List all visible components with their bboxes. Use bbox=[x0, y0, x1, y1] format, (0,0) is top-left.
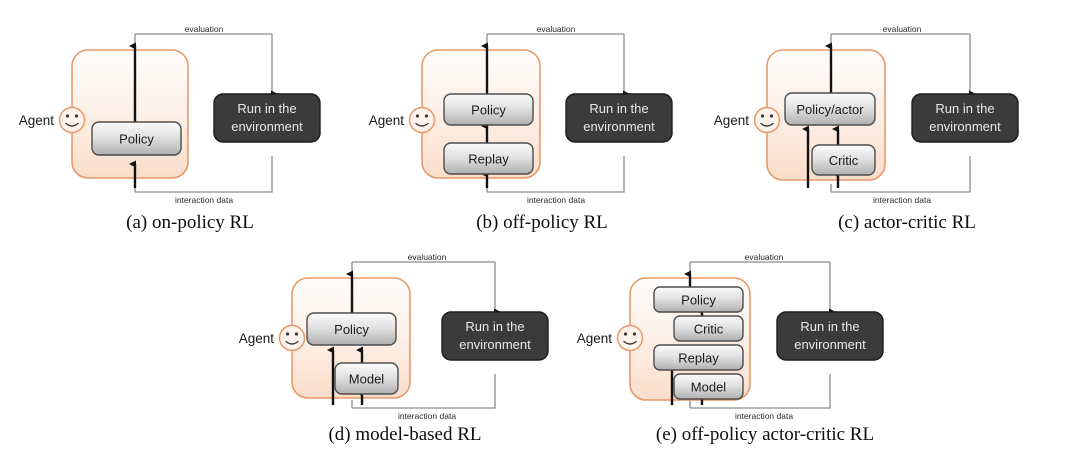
agent-label-a: Agent bbox=[19, 113, 55, 128]
caption-panel-c: (c) actor-critic RL bbox=[838, 212, 976, 233]
caption-panel-e: (e) off-policy actor-critic RL bbox=[655, 424, 875, 445]
evaluation-label-c: evaluation bbox=[883, 24, 922, 34]
environment-line-2: environment bbox=[231, 119, 303, 134]
module-label: Policy/actor bbox=[796, 102, 864, 117]
evaluation-label-e: evaluation bbox=[745, 252, 784, 262]
panel-on-policy-rl: Policy Run in the environment Agent eval… bbox=[0, 22, 345, 207]
module-box-model-d[interactable]: Model bbox=[334, 362, 399, 395]
module-label: Policy bbox=[471, 103, 506, 118]
interaction-label-a: interaction data bbox=[175, 195, 233, 205]
module-box-model-e[interactable]: Model bbox=[673, 373, 744, 400]
evaluation-label-a: evaluation bbox=[185, 24, 224, 34]
panel-model-based-rl: Policy Model Run in the environment Agen… bbox=[215, 250, 560, 430]
module-label: Policy bbox=[334, 322, 369, 337]
module-box-replay-e[interactable]: Replay bbox=[653, 344, 744, 371]
environment-line-1: Run in the bbox=[237, 101, 296, 116]
agent-label-e: Agent bbox=[577, 331, 613, 346]
caption-panel-b: (b) off-policy RL bbox=[476, 212, 608, 233]
module-box-critic-e[interactable]: Critic bbox=[673, 315, 744, 342]
interaction-label-b: interaction data bbox=[527, 195, 585, 205]
module-box-critic-c[interactable]: Critic bbox=[811, 144, 876, 176]
module-box-policy-d[interactable]: Policy bbox=[306, 312, 397, 346]
environment-line-1: Run in the bbox=[800, 319, 859, 334]
environment-box-b[interactable]: Run in the environment bbox=[565, 93, 673, 143]
interaction-label-e: interaction data bbox=[735, 411, 793, 421]
module-label: Policy bbox=[681, 293, 716, 308]
evaluation-label-b: evaluation bbox=[537, 24, 576, 34]
environment-box-c[interactable]: Run in the environment bbox=[911, 93, 1019, 143]
module-label: Critic bbox=[829, 153, 859, 168]
environment-line-2: environment bbox=[929, 119, 1001, 134]
caption-panel-a: (a) on-policy RL bbox=[126, 212, 254, 233]
loop-lines-c bbox=[830, 33, 976, 193]
agent-label-d: Agent bbox=[239, 331, 275, 346]
agent-label-c: Agent bbox=[714, 113, 750, 128]
module-label: Model bbox=[691, 380, 727, 395]
loop-lines-d bbox=[351, 261, 501, 409]
evaluation-label-d: evaluation bbox=[408, 252, 447, 262]
environment-line-2: environment bbox=[459, 337, 531, 352]
interaction-label-c: interaction data bbox=[873, 195, 931, 205]
module-box-policy-b[interactable]: Policy bbox=[443, 93, 534, 126]
module-label: Policy bbox=[119, 132, 154, 147]
environment-box-d[interactable]: Run in the environment bbox=[441, 311, 549, 361]
agent-label-b: Agent bbox=[369, 113, 405, 128]
environment-line-2: environment bbox=[794, 337, 866, 352]
smiley-face-icon bbox=[616, 324, 644, 352]
module-box-policy-e[interactable]: Policy bbox=[653, 286, 744, 313]
environment-line-1: Run in the bbox=[465, 319, 524, 334]
panel-actor-critic-rl: Policy/actor Critic Run in the environme… bbox=[712, 22, 1067, 207]
smiley-face-icon bbox=[58, 106, 86, 134]
smiley-face-icon bbox=[753, 106, 781, 134]
module-label: Replay bbox=[678, 351, 719, 366]
agent-container-a bbox=[71, 49, 189, 179]
module-box-policy-actor-c[interactable]: Policy/actor bbox=[784, 92, 876, 126]
loop-lines-a bbox=[134, 33, 278, 193]
environment-box-a[interactable]: Run in the environment bbox=[213, 93, 321, 143]
smiley-face-icon bbox=[408, 106, 436, 134]
smiley-face-icon bbox=[278, 324, 306, 352]
caption-panel-d: (d) model-based RL bbox=[328, 424, 482, 445]
environment-line-1: Run in the bbox=[935, 101, 994, 116]
environment-line-1: Run in the bbox=[589, 101, 648, 116]
module-box-policy-a[interactable]: Policy bbox=[91, 121, 182, 156]
loop-lines-e bbox=[689, 261, 836, 409]
module-label: Critic bbox=[694, 322, 724, 337]
environment-line-2: environment bbox=[583, 119, 655, 134]
module-box-replay-b[interactable]: Replay bbox=[443, 142, 534, 175]
panel-off-policy-actor-critic-rl: Policy Critic Replay Model Run in the en… bbox=[568, 250, 928, 430]
panel-off-policy-rl: Policy Replay Run in the environment Age… bbox=[352, 22, 697, 207]
module-label: Replay bbox=[468, 152, 509, 167]
environment-box-e[interactable]: Run in the environment bbox=[776, 311, 884, 361]
interaction-label-d: interaction data bbox=[398, 411, 456, 421]
module-label: Model bbox=[349, 372, 385, 387]
